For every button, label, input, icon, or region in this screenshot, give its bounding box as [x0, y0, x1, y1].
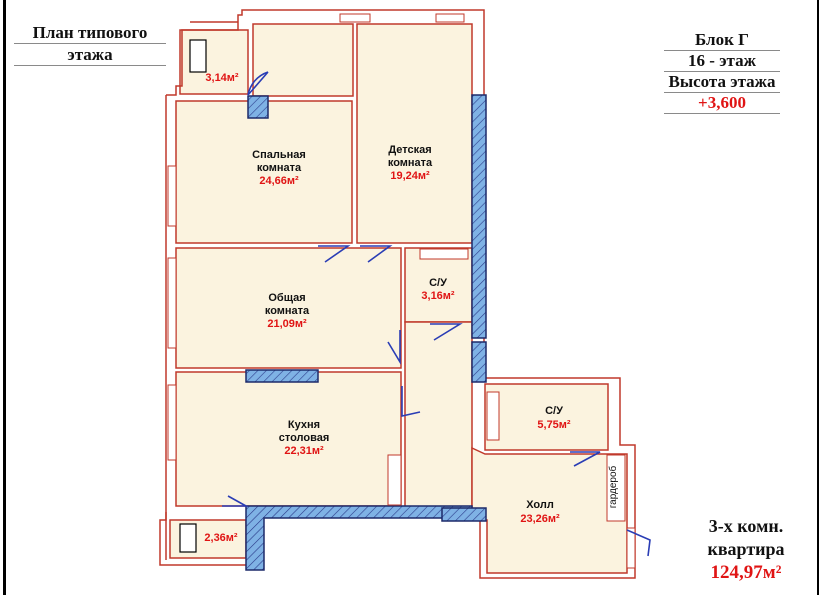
windows [167, 13, 636, 569]
floor-number: 16 - этаж [664, 51, 780, 72]
door-balcony-bottom [222, 495, 250, 507]
window-kids-top-right [435, 13, 465, 23]
kids-room-area: 19,24м² [390, 170, 430, 182]
door-bedroom [318, 245, 351, 263]
wardrobe-name: гардероб [607, 465, 619, 508]
apartment-type-line-2: квартира [707, 539, 785, 559]
column-right-mid [471, 341, 487, 383]
door-living [387, 330, 401, 365]
kids-room-floor [356, 23, 473, 244]
hall-area: 23,26м² [520, 513, 560, 525]
kitchen-floor [175, 371, 402, 507]
living-room-floor [175, 247, 402, 369]
bathtub-small [419, 248, 469, 260]
columns [245, 94, 487, 571]
door-balcony-top [247, 71, 269, 96]
balcony-bottom-item [179, 523, 197, 553]
window-hall [626, 527, 636, 569]
kitchen-counter [387, 454, 402, 506]
plan-title: План типового этажа [14, 22, 166, 66]
column-right-upper [471, 94, 487, 339]
outer-wall-top [166, 9, 485, 96]
doors [222, 71, 651, 557]
corridor-floor [404, 321, 473, 509]
bathroom-small-area: 3,16м² [421, 290, 455, 302]
kids-room-name-1: Детская [388, 144, 431, 156]
column-top-left [247, 95, 269, 119]
balcony-top-item [189, 39, 207, 73]
door-kitchen [401, 386, 421, 417]
door-bathroom-small [430, 323, 463, 341]
room-labels: 3,14м² Спальная комната 24,66м² Детская … [204, 72, 619, 544]
plan-title-line-2: этажа [14, 44, 166, 66]
door-hall-exit [626, 529, 651, 557]
window-kitchen [167, 384, 177, 461]
frame-right [817, 0, 819, 595]
balcony-bottom-area: 2,36м² [204, 532, 238, 544]
door-kids [360, 245, 393, 263]
living-room-area: 21,09м² [267, 318, 307, 330]
bathroom-small-floor [404, 247, 473, 323]
balcony-items [179, 39, 207, 553]
bedroom-name-2: комната [257, 162, 302, 174]
block-info: Блок Г 16 - этаж Высота этажа +3,600 [664, 30, 780, 114]
bedroom-area: 24,66м² [259, 175, 299, 187]
bathroom-large-name: С/У [545, 405, 563, 417]
balcony-top-area: 3,14м² [205, 72, 239, 84]
floor-height-value: +3,600 [664, 93, 780, 114]
block-name: Блок Г [664, 30, 780, 51]
window-bedroom [167, 165, 177, 227]
fixtures [387, 248, 626, 522]
bathroom-large-area: 5,75м² [537, 419, 571, 431]
living-room-name-2: комната [265, 305, 310, 317]
column-bottom-wall [245, 505, 473, 571]
entry-strip-floor [252, 23, 354, 97]
outer-wall-right [479, 95, 636, 579]
column-hall-left [441, 507, 487, 522]
kids-room-name-2: комната [388, 157, 433, 169]
apartment-total-area: 124,97м² [710, 562, 782, 583]
window-kids-top [339, 13, 371, 23]
bathroom-large-floor [484, 383, 609, 451]
kitchen-name-1: Кухня [288, 419, 320, 431]
door-bathroom-large [570, 451, 601, 467]
apartment-info: 3-х комн. квартира 124,97м² [678, 515, 814, 584]
kitchen-area: 22,31м² [284, 445, 324, 457]
bedroom-name-1: Спальная [252, 149, 306, 161]
apartment-type-line-1: 3-х комн. [708, 516, 784, 536]
floor-height-label: Высота этажа [664, 72, 780, 93]
living-room-name-1: Общая [268, 292, 305, 304]
column-kitchen-top [245, 369, 319, 383]
plan-title-line-1: План типового [14, 22, 166, 44]
kitchen-name-2: столовая [279, 432, 330, 444]
bathroom-small-name: С/У [429, 277, 447, 289]
wardrobe-rail [606, 454, 626, 522]
frame-left [3, 0, 6, 595]
bathtub-large [486, 391, 500, 441]
window-living [167, 257, 177, 349]
hall-name: Холл [526, 499, 554, 511]
